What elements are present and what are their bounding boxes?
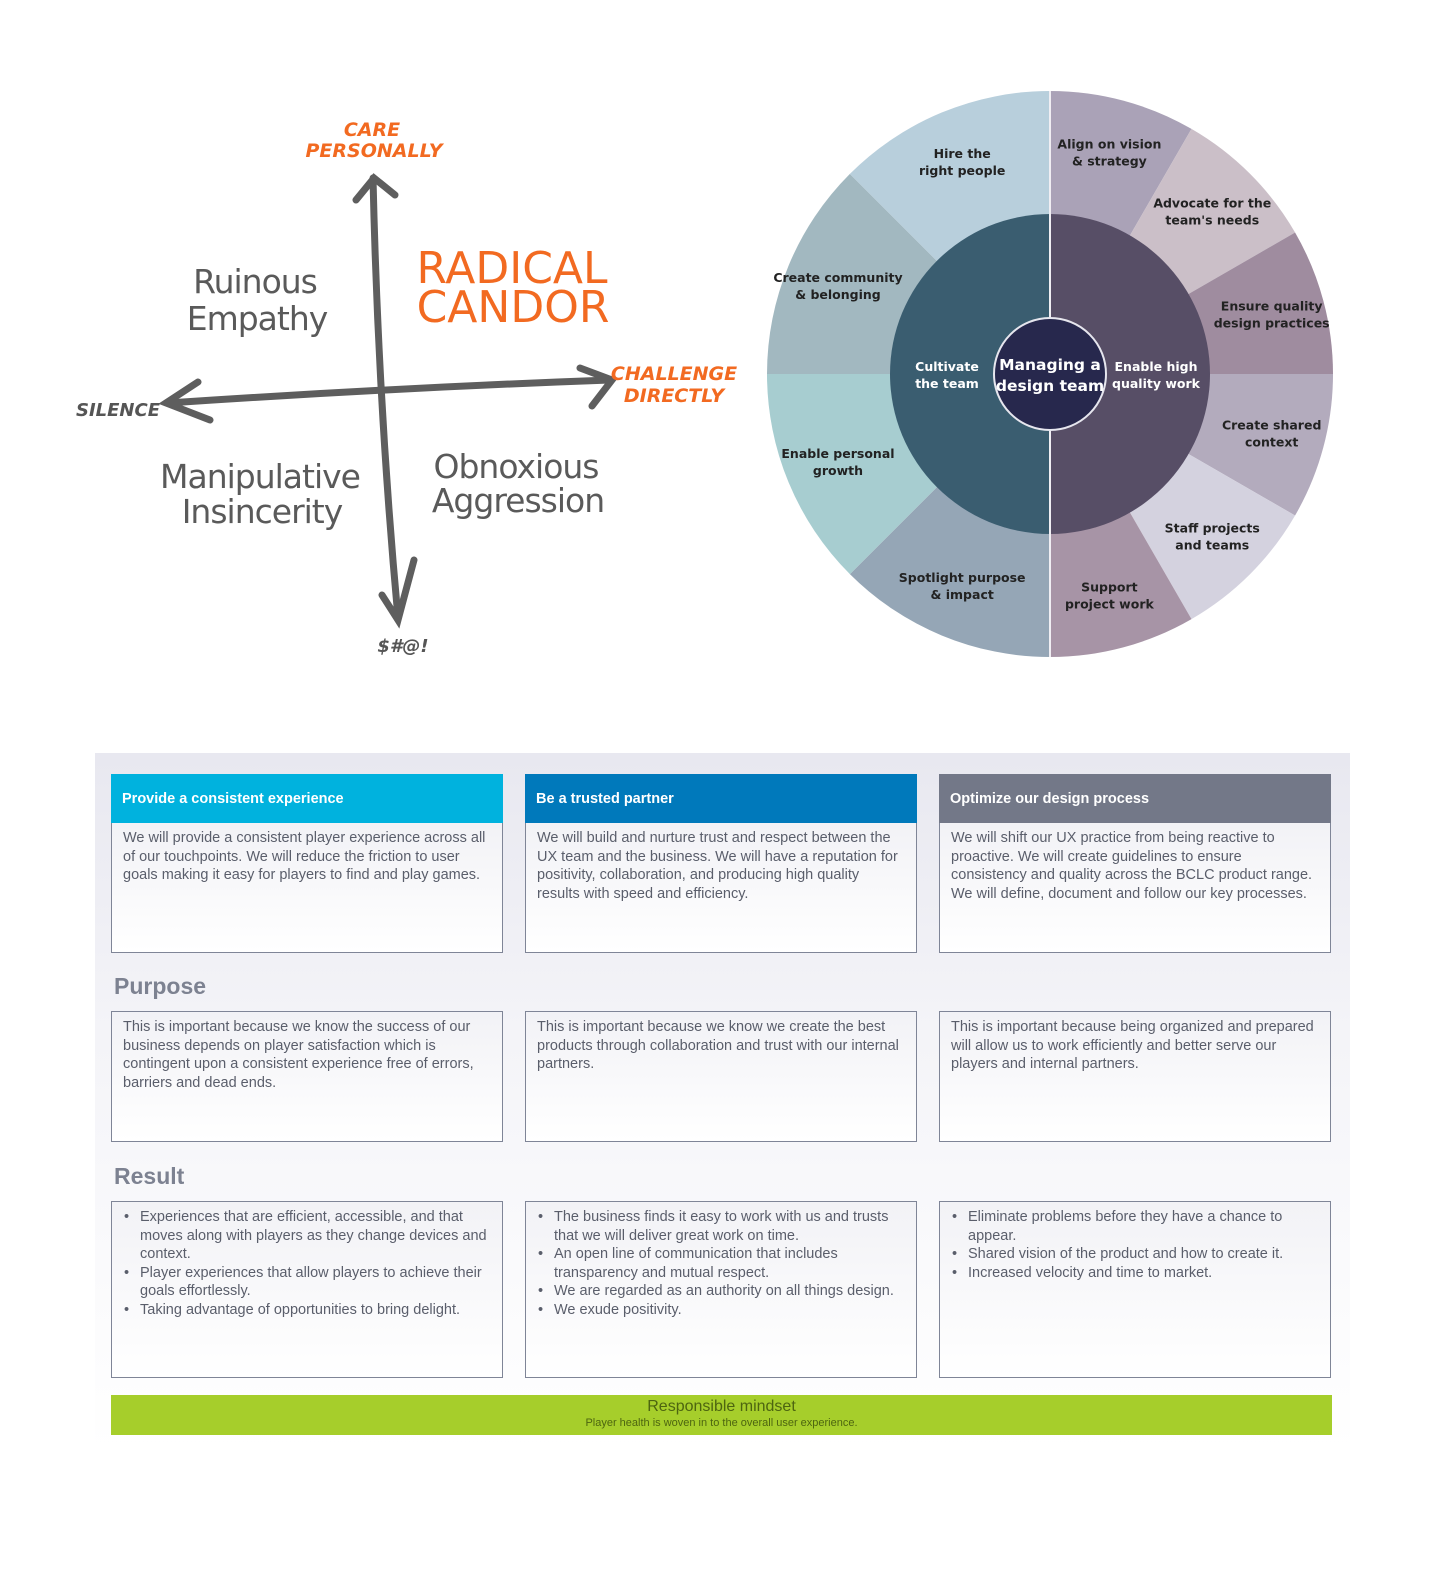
cultivate-team-half	[890, 214, 1050, 534]
mindset-subtitle: Player health is woven in to the overall…	[585, 1417, 858, 1429]
result-list-box: Experiences that are efficient, accessib…	[111, 1201, 503, 1378]
quadrant-ruinous-empathy-1: Ruinous	[193, 262, 317, 301]
result-item: Taking advantage of opportunities to bri…	[124, 1301, 491, 1320]
left-segment-label-0-1: & impact	[931, 587, 994, 602]
axis-top-label-2: PERSONALLY	[306, 140, 445, 162]
purpose-text: This is important because being organize…	[939, 1011, 1331, 1142]
vertical-axis	[369, 174, 402, 622]
result-item: Eliminate problems before they have a ch…	[952, 1208, 1319, 1245]
quadrant-obnoxious-aggression-2: Aggression	[432, 481, 604, 520]
right-segment-label-0-1: & strategy	[1072, 153, 1147, 168]
purpose-text: This is important because we know we cre…	[525, 1011, 917, 1142]
quadrant-ruinous-empathy-2: Empathy	[187, 299, 328, 338]
enable-quality-label-2: quality work	[1112, 376, 1201, 391]
left-segment-label-3-1: right people	[919, 163, 1005, 178]
result-item: An open line of communication that inclu…	[538, 1245, 905, 1282]
axis-top-label-1: CARE	[344, 119, 400, 141]
result-item: Experiences that are efficient, accessib…	[124, 1208, 491, 1264]
strategy-column-trusted-partner: Be a trusted partner We will build and n…	[525, 774, 917, 953]
result-list: Experiences that are efficient, accessib…	[123, 1208, 491, 1319]
arrow-head-left	[158, 378, 214, 424]
result-item: Increased velocity and time to market.	[952, 1264, 1319, 1283]
axis-bottom-label: $#@!	[377, 636, 428, 657]
column-description: We will build and nurture trust and resp…	[525, 823, 917, 953]
result-item: The business finds it easy to work with …	[538, 1208, 905, 1245]
arrow-head-down	[378, 556, 418, 629]
cultivate-team-label-2: the team	[915, 376, 979, 391]
enable-quality-half	[1050, 214, 1210, 534]
result-box-2: The business finds it easy to work with …	[525, 1201, 917, 1378]
left-segment-label-1-1: growth	[813, 463, 863, 478]
left-segment-label-0-0: Spotlight purpose	[899, 570, 1026, 585]
column-description: We will shift our UX practice from being…	[939, 823, 1331, 953]
result-list-box: The business finds it easy to work with …	[525, 1201, 917, 1378]
quadrant-manipulative-insincerity-1: Manipulative	[160, 457, 360, 496]
quadrant-obnoxious-aggression-1: Obnoxious	[433, 447, 598, 486]
column-header: Be a trusted partner	[525, 774, 917, 823]
right-segment-label-1-1: team's needs	[1165, 213, 1259, 228]
purpose-box-2: This is important because we know we cre…	[525, 1011, 917, 1142]
result-list: Eliminate problems before they have a ch…	[951, 1208, 1319, 1282]
left-segment-label-2-0: Create community	[773, 270, 902, 285]
quadrant-manipulative-insincerity-2: Insincerity	[182, 492, 343, 531]
result-item: We are regarded as an authority on all t…	[538, 1282, 905, 1301]
cultivate-team-label-1: Cultivate	[915, 359, 979, 374]
left-segment-label-3-0: Hire the	[934, 146, 991, 161]
right-segment-label-2-1: design practices	[1214, 316, 1330, 331]
enable-quality-label-1: Enable high	[1115, 359, 1198, 374]
right-segment-label-3-0: Create shared	[1222, 417, 1321, 432]
purpose-text: This is important because we know the su…	[111, 1011, 503, 1142]
core-circle	[993, 317, 1107, 431]
purpose-box-1: This is important because we know the su…	[111, 1011, 503, 1142]
purpose-heading: Purpose	[114, 973, 207, 999]
right-segment-label-1-0: Advocate for the	[1153, 196, 1271, 211]
result-list-box: Eliminate problems before they have a ch…	[939, 1201, 1331, 1378]
result-list: The business finds it easy to work with …	[537, 1208, 905, 1319]
column-description: We will provide a consistent player expe…	[111, 823, 503, 953]
core-label-2: design team	[996, 377, 1104, 395]
right-segment-label-4-1: and teams	[1175, 537, 1249, 552]
result-box-3: Eliminate problems before they have a ch…	[939, 1201, 1331, 1378]
quadrant-radical-candor-2: CANDOR	[417, 282, 610, 333]
right-segment-label-4-0: Staff projects	[1165, 520, 1260, 535]
axes	[158, 173, 618, 629]
right-segment-label-5-0: Support	[1081, 580, 1138, 595]
result-item: Player experiences that allow players to…	[124, 1264, 491, 1301]
column-header: Provide a consistent experience	[111, 774, 503, 823]
quadrant-radical-candor-1: RADICAL	[416, 243, 608, 294]
column-header: Optimize our design process	[939, 774, 1331, 823]
strategy-column-consistent-experience: Provide a consistent experience We will …	[111, 774, 503, 953]
horizontal-axis	[164, 376, 614, 407]
purpose-box-3: This is important because being organize…	[939, 1011, 1331, 1142]
axis-right-label-2: DIRECTLY	[624, 385, 727, 407]
mindset-title: Responsible mindset	[647, 1398, 796, 1415]
right-segment-label-5-1: project work	[1065, 597, 1154, 612]
left-segment-label-1-0: Enable personal	[781, 446, 894, 461]
arrow-head-up	[352, 173, 399, 204]
arrow-head-right	[576, 364, 618, 410]
radical-candor-diagram: CARE PERSONALLY CHALLENGE DIRECTLY SILEN…	[76, 119, 737, 657]
axis-left-label: SILENCE	[76, 400, 161, 421]
result-item: Shared vision of the product and how to …	[952, 1245, 1319, 1264]
responsible-mindset-banner: Responsible mindset Player health is wov…	[111, 1395, 1332, 1435]
core-label-1: Managing a	[999, 356, 1101, 374]
result-box-1: Experiences that are efficient, accessib…	[111, 1201, 503, 1378]
left-segment-label-2-1: & belonging	[795, 287, 881, 302]
result-heading: Result	[114, 1163, 185, 1189]
result-item: We exude positivity.	[538, 1301, 905, 1320]
ux-strategy-panel: Provide a consistent experience We will …	[95, 753, 1350, 1453]
right-segment-label-2-0: Ensure quality	[1221, 299, 1323, 314]
axis-right-label-1: CHALLENGE	[611, 363, 737, 385]
right-segment-label-0-0: Align on vision	[1057, 136, 1161, 151]
right-segment-label-3-1: context	[1245, 434, 1298, 449]
strategy-column-design-process: Optimize our design process We will shif…	[939, 774, 1331, 953]
